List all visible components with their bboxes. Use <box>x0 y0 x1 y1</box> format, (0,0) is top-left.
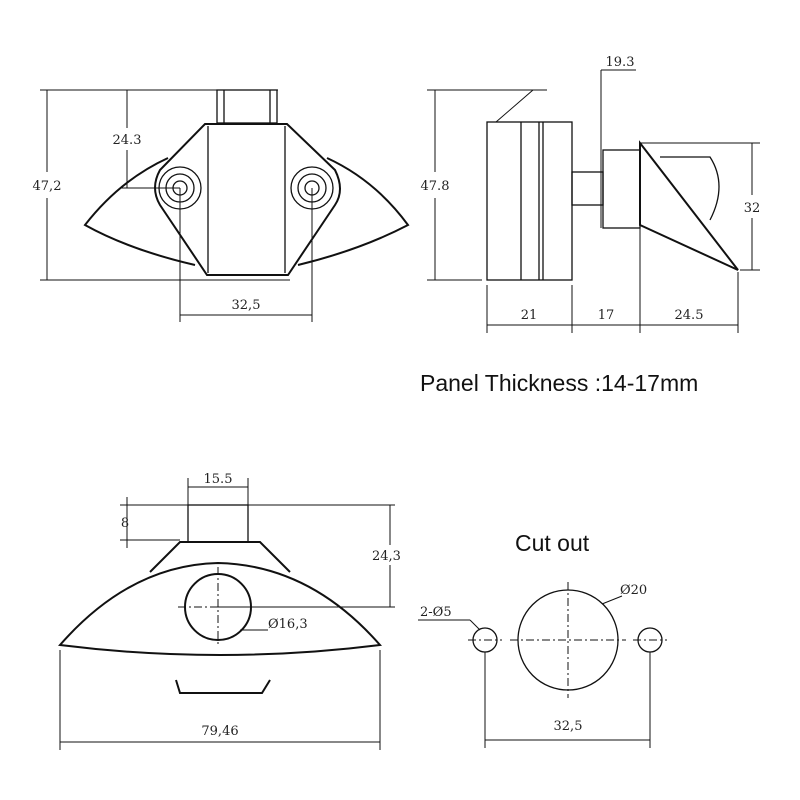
dim-button-height: 32 <box>744 201 761 216</box>
dim-collar: 19.3 <box>606 55 635 70</box>
dim-stub-height: 8 <box>121 516 129 531</box>
dim-height-total: 47,2 <box>33 179 62 194</box>
rear-view: 15.5 8 24,3 Ø16,3 79,46 <box>58 472 401 750</box>
dim-center-height: 24,3 <box>372 549 401 564</box>
dim-gap: 17 <box>598 308 615 323</box>
dim-stub-width: 15.5 <box>204 472 233 487</box>
panel-thickness-note: Panel Thickness :14-17mm <box>420 370 698 396</box>
dim-hole-spacing: 32,5 <box>232 298 261 313</box>
front-view: 47,2 24.3 32,5 <box>33 89 410 322</box>
dim-button-diameter: Ø16,3 <box>268 617 308 632</box>
dim-small-holes: 2-Ø5 <box>420 605 452 620</box>
side-view: 47.8 19.3 32 21 17 24.5 <box>421 55 761 333</box>
dim-cutout-spacing: 32,5 <box>554 719 583 734</box>
dim-side-height: 47.8 <box>421 179 450 194</box>
dim-total-width: 79,46 <box>201 724 238 739</box>
dim-main-hole: Ø20 <box>620 583 647 598</box>
dim-button-depth: 24.5 <box>675 308 704 323</box>
cutout-title: Cut out <box>515 530 590 556</box>
dim-body-depth: 21 <box>521 308 538 323</box>
cutout-view: Cut out Ø20 2-Ø5 32,5 <box>418 530 667 748</box>
dim-hole-height: 24.3 <box>113 133 142 148</box>
